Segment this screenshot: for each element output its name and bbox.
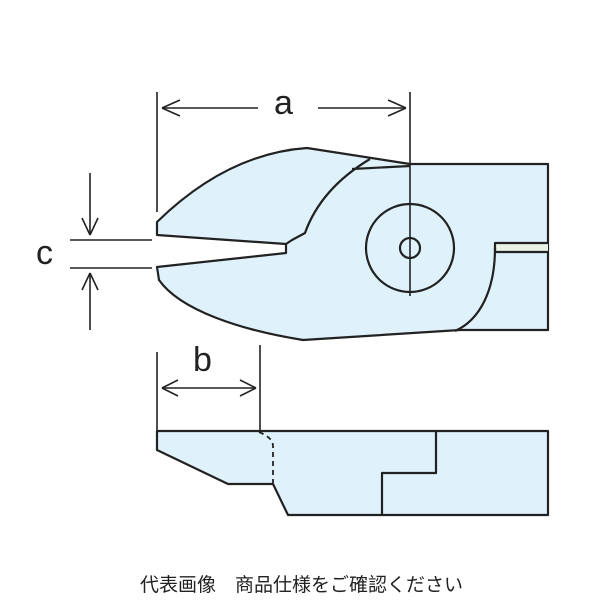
caption: 代表画像 商品仕様をご確認ください bbox=[140, 574, 464, 596]
dimension-a bbox=[156, 92, 407, 212]
jaw-bevel-line bbox=[351, 164, 411, 171]
side-step bbox=[380, 431, 438, 515]
handle-slot bbox=[495, 243, 548, 252]
dimension-c-label: c bbox=[36, 234, 53, 272]
pliers-top-view bbox=[155, 92, 550, 342]
dimension-a-label: a bbox=[274, 84, 293, 122]
dimension-b bbox=[156, 345, 261, 432]
pliers-body bbox=[155, 146, 550, 342]
handle-curve bbox=[454, 247, 497, 333]
dimension-b-label: b bbox=[193, 341, 212, 379]
pliers-side-view bbox=[155, 429, 550, 517]
hidden-edge bbox=[258, 431, 274, 483]
side-body bbox=[155, 429, 550, 517]
dimension-c bbox=[70, 173, 152, 330]
